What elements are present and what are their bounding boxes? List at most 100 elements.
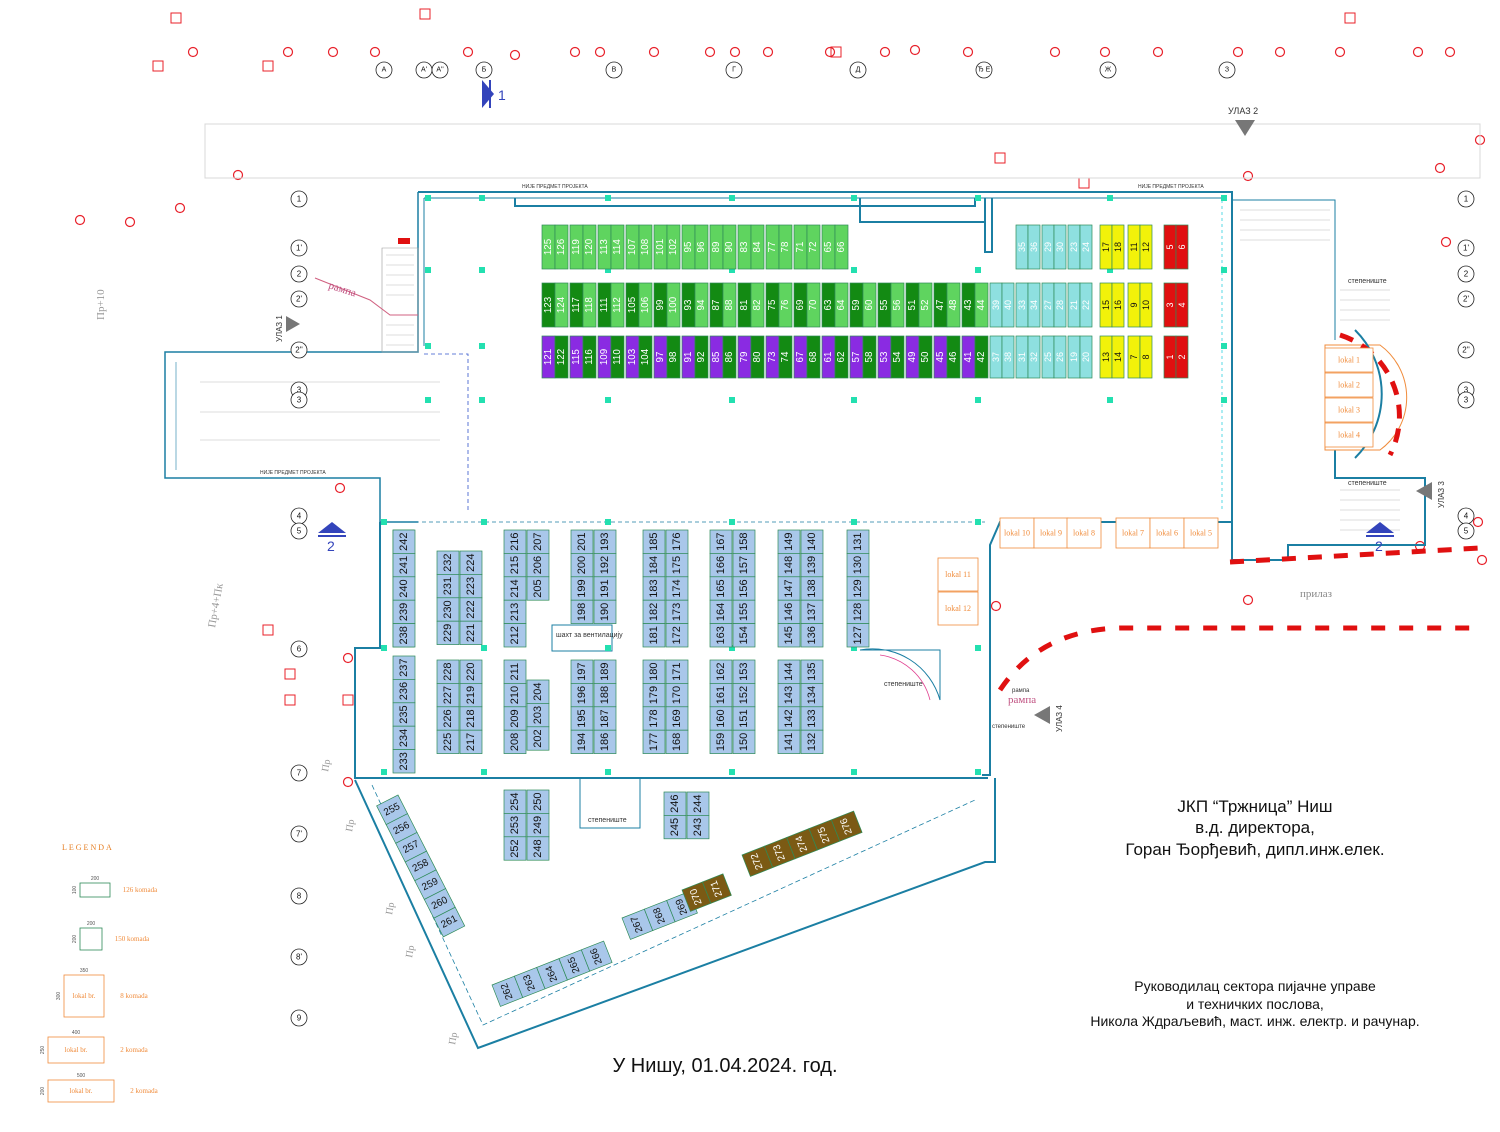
stall-59[interactable]: 59 [849, 282, 864, 328]
lokal-mid-2[interactable]: lokal 8 [1066, 517, 1102, 549]
stall-151[interactable]: 151 [732, 706, 756, 731]
stall-144[interactable]: 144 [777, 659, 801, 684]
stall-262[interactable]: 262 [491, 975, 524, 1007]
stall-131[interactable]: 131 [846, 529, 870, 554]
stall-53[interactable]: 53 [877, 335, 892, 379]
lokal-right-1[interactable]: lokal 1 [1324, 347, 1374, 373]
stall-193[interactable]: 193 [593, 529, 617, 554]
stall-52[interactable]: 52 [918, 282, 933, 328]
stall-154[interactable]: 154 [732, 623, 756, 648]
stall-209[interactable]: 209 [503, 706, 527, 731]
stall-65[interactable]: 65 [821, 224, 836, 270]
stall-125[interactable]: 125 [541, 224, 556, 270]
stall-106[interactable]: 106 [638, 282, 653, 328]
stall-54[interactable]: 54 [890, 335, 905, 379]
lokal-mid-0[interactable]: lokal 10 [999, 517, 1035, 549]
stall-135[interactable]: 135 [800, 659, 824, 684]
stall-42[interactable]: 42 [974, 335, 989, 379]
stall-3[interactable]: 3 [1163, 282, 1177, 328]
stall-57[interactable]: 57 [849, 335, 864, 379]
stall-254[interactable]: 254 [503, 789, 527, 814]
stall-249[interactable]: 249 [526, 813, 550, 838]
stall-67[interactable]: 67 [793, 335, 808, 379]
stall-138[interactable]: 138 [800, 576, 824, 601]
stall-128[interactable]: 128 [846, 599, 870, 624]
stall-170[interactable]: 170 [665, 683, 689, 708]
stall-225[interactable]: 225 [436, 729, 460, 754]
stall-92[interactable]: 92 [694, 335, 709, 379]
stall-34[interactable]: 34 [1027, 282, 1041, 328]
stall-91[interactable]: 91 [681, 335, 696, 379]
stall-103[interactable]: 103 [625, 335, 640, 379]
stall-83[interactable]: 83 [737, 224, 752, 270]
stall-149[interactable]: 149 [777, 529, 801, 554]
stall-141[interactable]: 141 [777, 729, 801, 754]
stall-85[interactable]: 85 [709, 335, 724, 379]
stall-11[interactable]: 11 [1127, 224, 1141, 270]
stall-175[interactable]: 175 [665, 553, 689, 578]
stall-46[interactable]: 46 [946, 335, 961, 379]
stall-2[interactable]: 2 [1175, 335, 1189, 379]
stall-174[interactable]: 174 [665, 576, 689, 601]
stall-115[interactable]: 115 [569, 335, 584, 379]
lokal-small-2[interactable]: lokal 12 [937, 591, 979, 626]
stall-118[interactable]: 118 [582, 282, 597, 328]
stall-201[interactable]: 201 [570, 529, 594, 554]
stall-1[interactable]: 1 [1163, 335, 1177, 379]
stall-157[interactable]: 157 [732, 553, 756, 578]
stall-208[interactable]: 208 [503, 729, 527, 754]
stall-76[interactable]: 76 [778, 282, 793, 328]
stall-64[interactable]: 64 [834, 282, 849, 328]
stall-207[interactable]: 207 [526, 529, 550, 554]
stall-134[interactable]: 134 [800, 683, 824, 708]
stall-265[interactable]: 265 [558, 949, 591, 981]
stall-51[interactable]: 51 [905, 282, 920, 328]
stall-105[interactable]: 105 [625, 282, 640, 328]
stall-188[interactable]: 188 [593, 683, 617, 708]
stall-214[interactable]: 214 [503, 576, 527, 601]
stall-4[interactable]: 4 [1175, 282, 1189, 328]
stall-156[interactable]: 156 [732, 576, 756, 601]
stall-187[interactable]: 187 [593, 706, 617, 731]
stall-55[interactable]: 55 [877, 282, 892, 328]
stall-246[interactable]: 246 [663, 791, 687, 816]
stall-248[interactable]: 248 [526, 836, 550, 861]
stall-275[interactable]: 275 [808, 819, 841, 851]
stall-113[interactable]: 113 [597, 224, 612, 270]
stall-41[interactable]: 41 [961, 335, 976, 379]
stall-164[interactable]: 164 [709, 599, 733, 624]
stall-212[interactable]: 212 [503, 623, 527, 648]
stall-94[interactable]: 94 [694, 282, 709, 328]
stall-147[interactable]: 147 [777, 576, 801, 601]
stall-48[interactable]: 48 [946, 282, 961, 328]
stall-243[interactable]: 243 [686, 815, 710, 840]
stall-200[interactable]: 200 [570, 553, 594, 578]
stall-169[interactable]: 169 [665, 706, 689, 731]
stall-260[interactable]: 260 [423, 888, 456, 919]
stall-244[interactable]: 244 [686, 791, 710, 816]
stall-61[interactable]: 61 [821, 335, 836, 379]
stall-161[interactable]: 161 [709, 683, 733, 708]
stall-148[interactable]: 148 [777, 553, 801, 578]
stall-181[interactable]: 181 [642, 623, 666, 648]
stall-37[interactable]: 37 [989, 335, 1003, 379]
stall-121[interactable]: 121 [541, 335, 556, 379]
stall-58[interactable]: 58 [862, 335, 877, 379]
stall-186[interactable]: 186 [593, 729, 617, 754]
stall-192[interactable]: 192 [593, 553, 617, 578]
stall-253[interactable]: 253 [503, 813, 527, 838]
stall-206[interactable]: 206 [526, 553, 550, 578]
stall-158[interactable]: 158 [732, 529, 756, 554]
stall-220[interactable]: 220 [459, 659, 483, 684]
stall-124[interactable]: 124 [554, 282, 569, 328]
stall-32[interactable]: 32 [1027, 335, 1041, 379]
stall-230[interactable]: 230 [436, 597, 460, 622]
stall-236[interactable]: 236 [392, 679, 416, 704]
stall-271[interactable]: 271 [702, 873, 732, 904]
stall-87[interactable]: 87 [709, 282, 724, 328]
stall-159[interactable]: 159 [709, 729, 733, 754]
stall-162[interactable]: 162 [709, 659, 733, 684]
stall-49[interactable]: 49 [905, 335, 920, 379]
stall-199[interactable]: 199 [570, 576, 594, 601]
stall-173[interactable]: 173 [665, 599, 689, 624]
